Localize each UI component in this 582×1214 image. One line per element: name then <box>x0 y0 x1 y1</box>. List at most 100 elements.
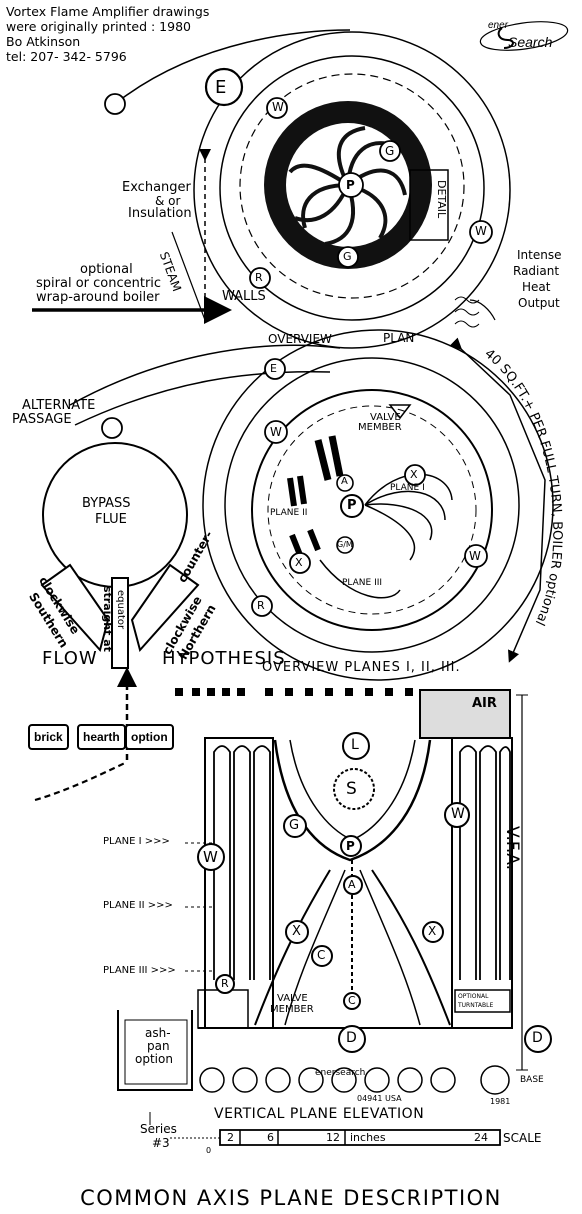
year-text: 1981 <box>490 1097 511 1106</box>
detail-box <box>409 169 449 241</box>
detail-text: DETAIL <box>435 180 448 219</box>
page-footer-title: COMMON AXIS PLANE DESCRIPTION <box>80 1186 502 1210</box>
header-line-3: Bo Atkinson <box>6 34 81 49</box>
plan-label-w2: W <box>475 224 487 238</box>
top-brick-row <box>175 688 413 696</box>
alternate-text-1: ALTERNATE <box>22 398 96 413</box>
hypothesis-text: HYPOTHESIS <box>162 648 286 669</box>
elev-plane-3: PLANE III >>> <box>103 965 176 976</box>
elev-valve-2: MEMBER <box>270 1004 314 1015</box>
overview-plan-title-left: OVERVIEW <box>268 332 332 346</box>
exchanger-ring <box>219 55 485 321</box>
elev-label-s: S <box>346 779 357 799</box>
hearth-option: hearth <box>77 724 126 750</box>
plan-p-marker <box>338 172 364 198</box>
elev-plane-2: PLANE II >>> <box>103 900 173 911</box>
planes-label-gm: G/M <box>337 540 353 549</box>
plane-2-text: PLANE II <box>270 508 308 518</box>
planes-label-e: E <box>270 362 277 375</box>
elev-label-x2: X <box>428 924 437 938</box>
exchanger-text-3: Insulation <box>128 206 192 221</box>
enersearch-logo: ener Search <box>478 18 570 54</box>
plane-vanes <box>287 435 453 599</box>
steam-wall-ring <box>239 73 465 299</box>
straight-text-2: equator <box>115 590 126 630</box>
overview-planes-title: OVERVIEW PLANES I, II, III. <box>262 660 461 675</box>
vfa-text: V.F.A. <box>502 826 522 871</box>
elev-label-g: G <box>289 818 300 833</box>
brick-option: brick <box>28 724 69 750</box>
base-text: BASE <box>520 1075 544 1085</box>
header-line-4: tel: 207- 342- 5796 <box>6 49 127 64</box>
plan-label-r: R <box>255 271 263 284</box>
logo-text-1: ener <box>488 20 509 31</box>
sun-icon <box>333 768 375 810</box>
bypass-text-2: FLUE <box>95 512 127 527</box>
maker-text: enersearch <box>315 1068 366 1078</box>
series-text-2: #3 <box>152 1136 170 1150</box>
radiant-text-3: Heat <box>522 280 551 294</box>
planes-outer-ring <box>202 329 554 681</box>
planes-label-x1: X <box>410 468 418 481</box>
planes-label-x2: X <box>295 556 303 569</box>
water-tubes <box>213 745 511 980</box>
elevation-title: VERTICAL PLANE ELEVATION <box>214 1106 425 1122</box>
overview-plan-title-right: PLAN <box>383 331 415 345</box>
series-text-1: Series <box>140 1122 177 1136</box>
header-line-2: were originally printed : 1980 <box>6 19 191 34</box>
elev-label-d2: D <box>532 1030 543 1046</box>
elev-label-c1: C <box>317 948 326 962</box>
planes-label-p: P <box>347 498 357 513</box>
boiler-text-3: wrap-around boiler <box>36 290 160 305</box>
scale-tick-6: 6 <box>267 1131 274 1144</box>
scale-tick-0: 0 <box>206 1146 212 1155</box>
logo-swoosh-icon <box>479 21 569 51</box>
exchanger-text-2: & or <box>155 194 181 208</box>
base-rollers <box>199 1065 510 1095</box>
elev-label-d1: D <box>346 1030 357 1046</box>
elev-label-w-right: W <box>451 806 465 822</box>
walls-text: WALLS <box>222 289 266 304</box>
scale-tick-12: 12 <box>326 1131 340 1144</box>
turntable-text-2: TURNTABLE <box>458 1002 494 1009</box>
elev-label-x1: X <box>292 924 301 939</box>
plan-label-g1: G <box>385 144 395 158</box>
scale-tick-24: 24 <box>474 1131 488 1144</box>
boiler-arc-text: 40 SQ.FT.+ PER FULL TURN, BOILER optiona… <box>481 346 564 627</box>
ashpan-text-3: option <box>135 1052 173 1066</box>
overview-plan <box>32 29 511 349</box>
planes-label-a: A <box>341 476 348 487</box>
planes-label-w2: W <box>469 549 481 563</box>
valve-member-icon <box>388 404 412 420</box>
elev-label-p: P <box>346 839 355 853</box>
vertical-elevation <box>34 688 552 1146</box>
valve-text-1: VALVE <box>370 412 401 423</box>
plane-3-text: PLANE III <box>342 578 383 588</box>
planes-label-w1: W <box>270 425 282 439</box>
logo-text-2: Search <box>508 34 553 50</box>
boiler-text-1: optional <box>80 262 133 277</box>
scale-tick-2: 2 <box>227 1131 234 1144</box>
radiant-text-4: Output <box>518 296 560 310</box>
option-box: option <box>125 724 174 750</box>
bypass-text-1: BYPASS <box>82 496 131 511</box>
elev-label-c2: C <box>348 994 356 1007</box>
header-line-1: Vortex Flame Amplifier drawings <box>6 4 210 19</box>
flow-text: FLOW <box>42 648 98 669</box>
radiant-text-2: Radiant <box>513 264 560 278</box>
ash-pan-box <box>117 1010 193 1091</box>
planes-label-r: R <box>257 599 265 612</box>
air-text: AIR <box>472 696 497 711</box>
counter-clockwise-arrow <box>130 563 200 653</box>
outer-shell-ring <box>193 31 511 349</box>
straight-text-1: straight at <box>101 586 114 652</box>
elev-label-a: A <box>348 878 356 891</box>
elev-valve-1: VALVE <box>277 993 308 1004</box>
exchanger-text-1: Exchanger <box>122 180 191 195</box>
plan-label-p: P <box>346 178 355 192</box>
zip-text: 04941 USA <box>357 1094 402 1103</box>
elev-label-r: R <box>221 977 229 990</box>
turntable-text-1: OPTIONAL <box>458 993 489 1000</box>
